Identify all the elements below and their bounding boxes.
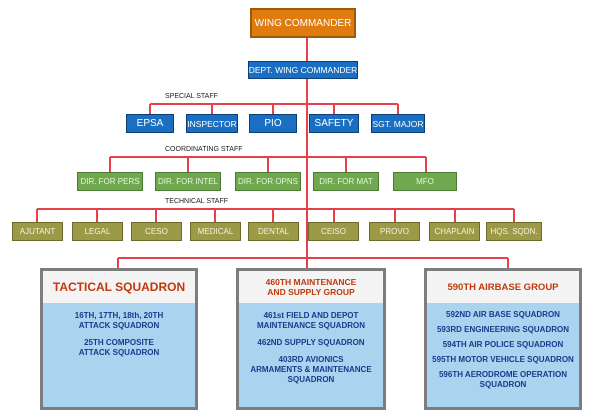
- wing-commander-box: WING COMMANDER: [250, 8, 356, 38]
- technical-provo: PROVO: [369, 222, 420, 241]
- unit-item: 461st FIELD AND DEPOT MAINTENANCE SQUADR…: [257, 311, 365, 330]
- technical-ceso: CESO: [131, 222, 182, 241]
- wing-commander-label: WING COMMANDER: [254, 17, 352, 29]
- special-staff-heading: SPECIAL STAFF: [165, 93, 218, 100]
- unit-item: 462ND SUPPLY SQUADRON: [257, 338, 365, 347]
- special-staff-safety: SAFETY: [309, 114, 359, 133]
- group-units-maintenance-supply: 461st FIELD AND DEPOT MAINTENANCE SQUADR…: [239, 303, 383, 407]
- unit-item: 594TH AIR POLICE SQUADRON: [442, 340, 564, 349]
- coordinating-mfo: MFO: [393, 172, 457, 191]
- special-staff-pio: PIO: [249, 114, 297, 133]
- technical-staff-heading: TECHNICAL STAFF: [165, 198, 229, 205]
- unit-item: 596TH AERODROME OPERATION SQUADRON: [438, 370, 567, 389]
- technical-chaplain: CHAPLAIN: [429, 222, 480, 241]
- coordinating-dir-intel: DIR. FOR INTEL: [155, 172, 221, 191]
- group-units-tactical-squadron: 16TH, 17TH, 18th, 20TH ATTACK SQUADRON 2…: [43, 303, 195, 407]
- group-title-tactical-squadron: TACTICAL SQUADRON: [43, 271, 195, 303]
- unit-item: 592ND AIR BASE SQUADRON: [446, 310, 560, 319]
- group-panel-airbase-group: 590TH AIRBASE GROUP 592ND AIR BASE SQUAD…: [424, 268, 582, 410]
- group-panel-tactical-squadron: TACTICAL SQUADRON 16TH, 17TH, 18th, 20TH…: [40, 268, 198, 410]
- deputy-commander-box: DEPT. WING COMMANDER: [248, 61, 358, 79]
- coordinating-dir-mat: DIR. FOR MAT: [313, 172, 379, 191]
- special-staff-epsa: EPSA: [126, 114, 174, 133]
- technical-ceiso: CEISO: [308, 222, 359, 241]
- technical-legal: LEGAL: [72, 222, 123, 241]
- group-title-maintenance-supply: 460TH MAINTENANCE AND SUPPLY GROUP: [239, 271, 383, 303]
- coordinating-staff-heading: COORDINATING STAFF: [165, 146, 243, 153]
- group-title-airbase-group: 590TH AIRBASE GROUP: [427, 271, 579, 303]
- special-staff-inspector: INSPECTOR: [186, 114, 238, 133]
- technical-ajutant: AJUTANT: [12, 222, 63, 241]
- technical-dental: DENTAL: [248, 222, 299, 241]
- unit-item: 25TH COMPOSITE ATTACK SQUADRON: [78, 338, 160, 357]
- unit-item: 593RD ENGINEERING SQUADRON: [436, 325, 570, 334]
- technical-medical: MEDICAL: [190, 222, 241, 241]
- unit-item: 16TH, 17TH, 18th, 20TH ATTACK SQUADRON: [74, 311, 164, 330]
- group-units-airbase-group: 592ND AIR BASE SQUADRON 593RD ENGINEERIN…: [427, 303, 579, 407]
- unit-item: 595TH MOTOR VEHICLE SQUADRON: [432, 355, 574, 364]
- unit-item: 403RD AVIONICS ARMAMENTS & MAINTENANCE S…: [250, 355, 372, 384]
- special-staff-sgt-major: SGT. MAJOR: [371, 114, 425, 133]
- technical-hqs-sqdn: HQS. SQDN.: [486, 222, 542, 241]
- deputy-commander-label: DEPT. WING COMMANDER: [248, 65, 358, 75]
- group-panel-maintenance-supply: 460TH MAINTENANCE AND SUPPLY GROUP 461st…: [236, 268, 386, 410]
- coordinating-dir-pers: DIR. FOR PERS: [77, 172, 143, 191]
- coordinating-dir-opns: DIR. FOR OPNS: [235, 172, 301, 191]
